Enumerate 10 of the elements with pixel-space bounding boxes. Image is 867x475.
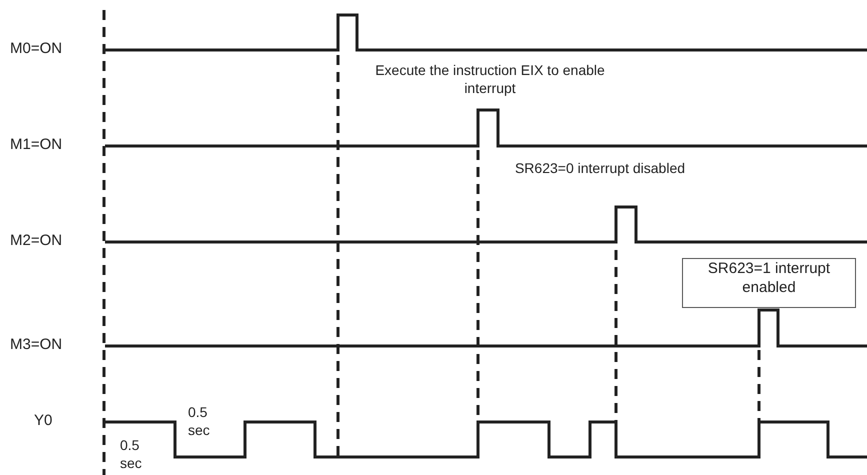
signal-name: M1=ON: [10, 136, 64, 155]
duration-label: 0.5 sec: [120, 437, 143, 472]
signal-name: M2=ON: [10, 232, 64, 251]
duration-label: 0.5 sec: [188, 404, 211, 439]
callout-box: SR623=1 interrupt enabled: [682, 258, 856, 308]
annotation-text: SR623=0 interrupt disabled: [514, 160, 686, 178]
signal-name: M3=ON: [10, 336, 64, 355]
annotation-text: Execute the instruction EIX to enable interrupt: [374, 62, 606, 97]
signal-name: M0=ON: [10, 40, 64, 59]
signal-name: Y0: [34, 412, 54, 431]
